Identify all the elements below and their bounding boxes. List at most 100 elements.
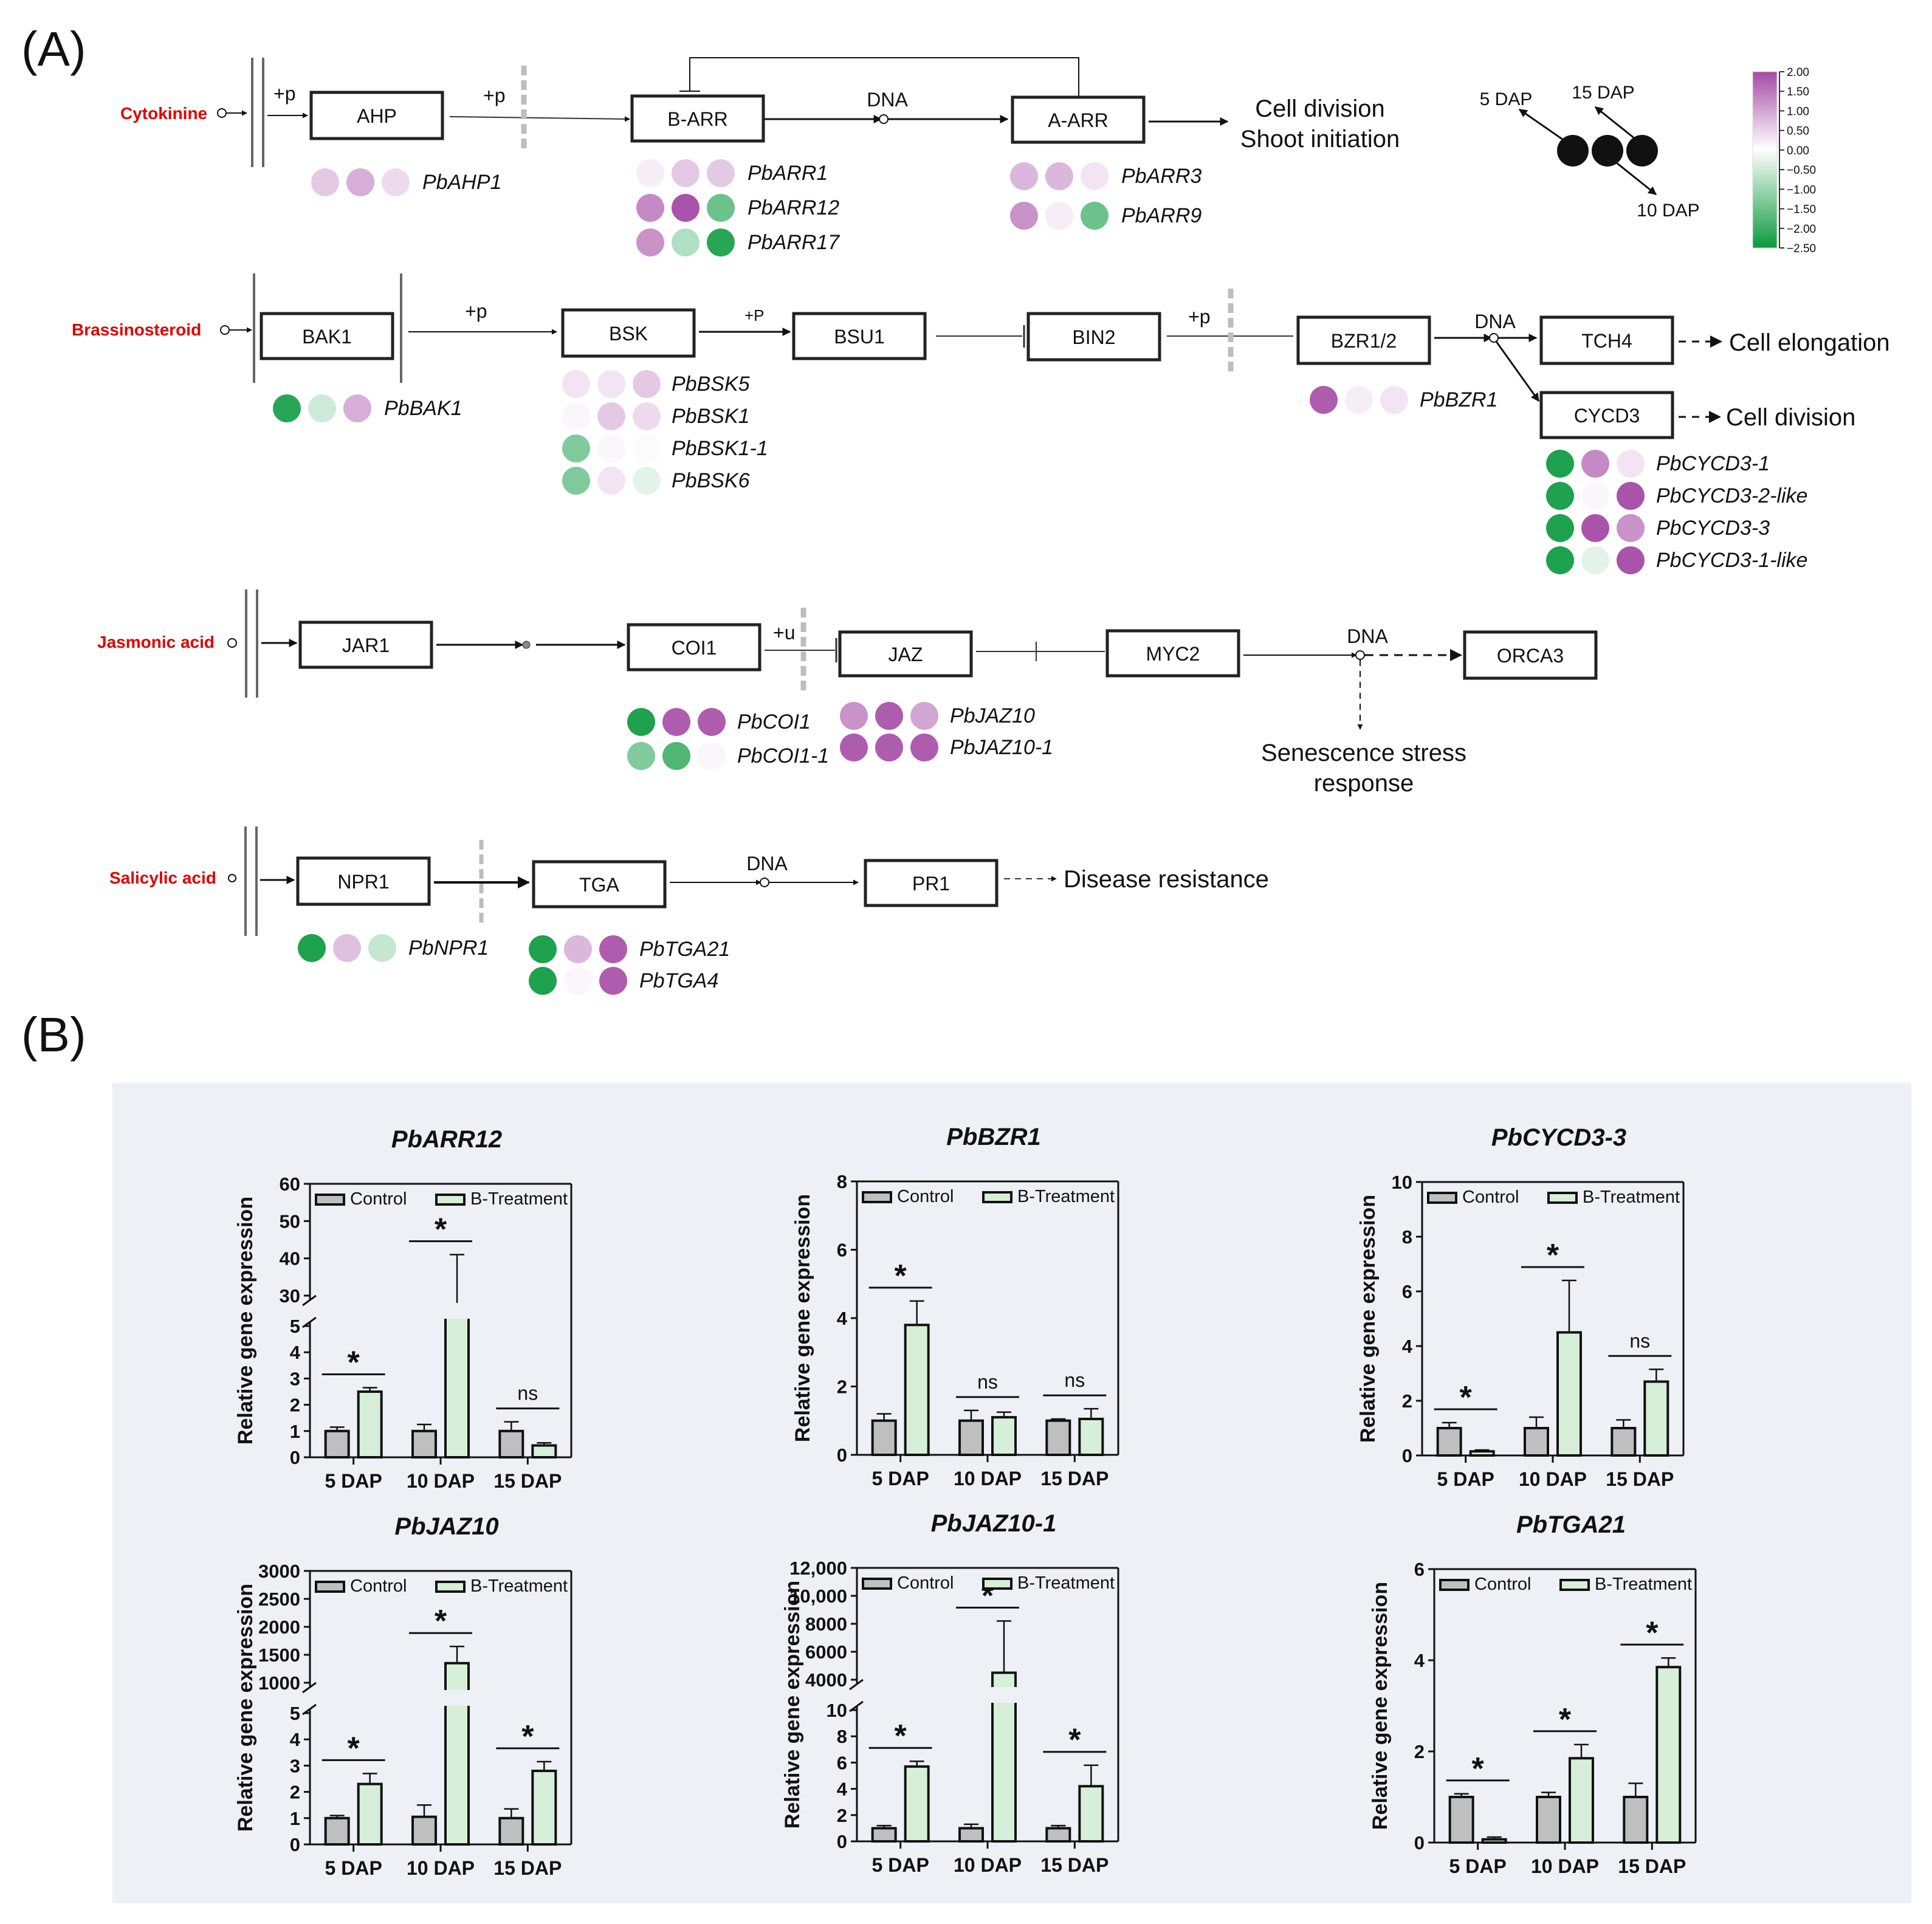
scale-tick-label: 1.00 — [1787, 105, 1809, 118]
y-tick-label: 0 — [1402, 1445, 1412, 1466]
expression-dot — [636, 194, 664, 222]
arrow — [1495, 341, 1540, 402]
gene-label: PbCYCD3-1 — [1656, 452, 1770, 475]
y-tick-label: 2 — [290, 1395, 300, 1416]
bar — [1045, 1419, 1071, 1456]
node-ahp-label: AHP — [357, 105, 397, 127]
ligand-dot — [220, 325, 230, 335]
expression-dot — [633, 467, 661, 495]
significance-marker: ns — [977, 1371, 998, 1393]
bar — [498, 1816, 524, 1846]
ligand-dot — [217, 108, 227, 118]
gene-heatmap: PbCYCD3-1PbCYCD3-2-likePbCYCD3-3PbCYCD3-… — [1546, 450, 1807, 574]
significance-marker: * — [435, 1212, 447, 1248]
cytokinin-pathway: Cytokinine +p AHP +p B-ARR DNA A-ARR Cel… — [120, 57, 1400, 256]
scale-tick-label: 0.50 — [1787, 125, 1809, 138]
scale-tick-label: −2.50 — [1787, 242, 1816, 255]
gene-label: PbJAZ10 — [950, 704, 1035, 727]
node-cycd3 — [1539, 391, 1674, 439]
hormone-label-brassinosteroid: Brassinosteroid — [72, 320, 201, 339]
y-tick-label: 8 — [837, 1726, 847, 1747]
y-tick-label: 0 — [290, 1834, 300, 1855]
bar — [324, 1816, 350, 1846]
legend-label: B-Treatment — [1583, 1187, 1680, 1207]
gene-label: PbARR17 — [748, 231, 840, 254]
expression-dot — [1546, 482, 1574, 510]
significance-marker: * — [348, 1731, 360, 1766]
node-orca3 — [1463, 630, 1598, 680]
y-tick-label: 6 — [1402, 1281, 1412, 1302]
bar — [1078, 1785, 1104, 1843]
bar — [1655, 1666, 1682, 1844]
significance-marker: * — [1460, 1380, 1473, 1415]
expression-dot — [1380, 386, 1408, 414]
outcome-label: Senescence stress — [1261, 740, 1466, 766]
y-tick-label: 30 — [280, 1285, 300, 1307]
y-axis-label: Relative gene expression — [781, 1581, 804, 1829]
y-tick-label: 8 — [837, 1171, 847, 1192]
expression-dot — [707, 159, 735, 187]
axis-break-gap — [990, 1687, 1018, 1703]
gene-label: PbARR12 — [748, 196, 839, 219]
legend-label: B-Treatment — [470, 1189, 568, 1209]
y-tick-label: 4 — [837, 1308, 848, 1329]
gene-label: PbJAZ10-1 — [950, 736, 1053, 759]
expression-dot — [343, 394, 371, 422]
phospho-label: +p — [273, 83, 295, 105]
legend-label: B-Treatment — [1595, 1575, 1692, 1594]
y-tick-label: 1 — [290, 1421, 300, 1442]
legend-swatch — [1439, 1579, 1470, 1591]
dna-dot — [1355, 650, 1365, 660]
dna-label: DNA — [1347, 625, 1388, 647]
bar — [531, 1444, 557, 1459]
y-tick-label: 4 — [290, 1729, 301, 1750]
y-tick-label: 6 — [837, 1752, 847, 1773]
node-bzr — [1296, 315, 1431, 365]
salicylic-pathway: Salicylic acid NPR1 TGA DNA PR1 Disease … — [109, 826, 1269, 995]
expression-dot — [1617, 514, 1645, 542]
expression-dot — [636, 228, 664, 256]
expression-dot — [599, 935, 627, 963]
y-tick-label: 4000 — [805, 1669, 847, 1691]
y-tick-label: 10 — [1392, 1172, 1412, 1193]
key-arrow-b — [1594, 106, 1635, 140]
chart-title: PbJAZ10 — [394, 1513, 498, 1540]
scale-tick-label: −1.00 — [1787, 184, 1816, 196]
node-tga — [532, 860, 667, 909]
scale-tick-label: −2.00 — [1787, 223, 1816, 236]
expression-dot — [333, 934, 361, 962]
legend-label: B-Treatment — [1017, 1187, 1115, 1206]
expression-dot — [1010, 162, 1038, 190]
bar — [1078, 1417, 1104, 1456]
feedback-line — [689, 57, 1079, 96]
panel-label-a: (A) — [21, 22, 86, 76]
bar — [871, 1419, 897, 1456]
x-tick-label: 10 DAP — [954, 1854, 1022, 1876]
bar — [1436, 1427, 1462, 1457]
scale-tick-label: −1.50 — [1787, 204, 1816, 216]
y-tick-label: 6000 — [805, 1641, 847, 1663]
node-tch4 — [1539, 315, 1674, 365]
key-label-b: 15 DAP — [1572, 83, 1634, 103]
y-tick-label: 40 — [280, 1248, 300, 1269]
x-tick-label: 5 DAP — [872, 1468, 929, 1489]
y-tick-label: 2 — [837, 1376, 847, 1398]
significance-marker: * — [1472, 1751, 1485, 1787]
expression-dot — [672, 228, 700, 256]
gene-heatmap: PbAHP1 — [311, 168, 501, 196]
significance-marker: ns — [1064, 1369, 1085, 1391]
legend-swatch — [1547, 1192, 1578, 1204]
gene-label: PbARR1 — [748, 162, 828, 185]
brassinosteroid-pathway: Brassinosteroid BAK1 +p BSK +P BSU1 BIN2… — [72, 273, 1890, 574]
bar — [958, 1419, 984, 1456]
gene-label: PbBZR1 — [1420, 388, 1498, 411]
legend-swatch — [862, 1191, 892, 1203]
key-arrow-a — [1518, 108, 1566, 142]
node-tch4-label: TCH4 — [1581, 330, 1632, 352]
x-tick-label: 5 DAP — [1449, 1855, 1507, 1877]
x-tick-label: 10 DAP — [954, 1468, 1022, 1489]
